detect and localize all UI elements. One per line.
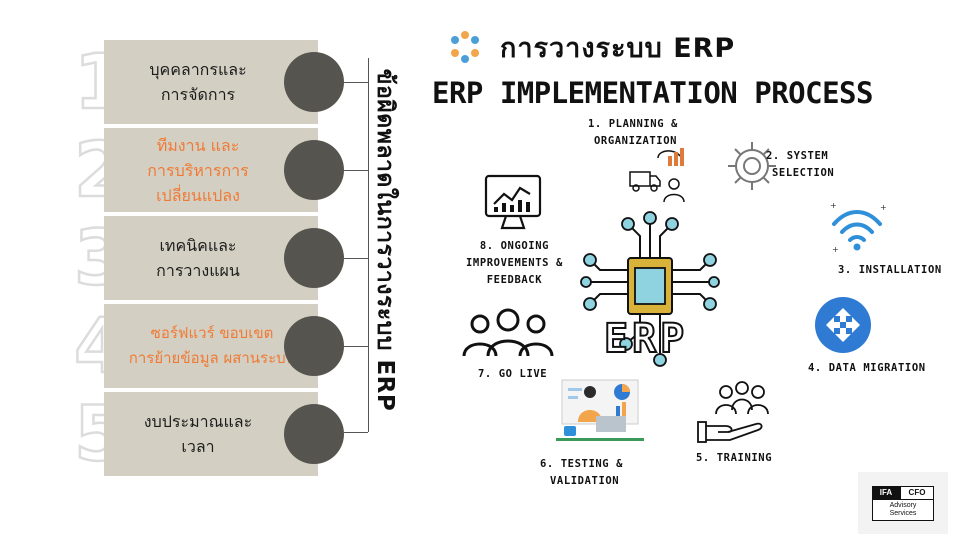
ifa-cfo-logo: IFA CFO Advisory Services bbox=[858, 472, 948, 534]
step-line: 5. TRAINING bbox=[696, 452, 773, 464]
step-5-label: 5. TRAINING bbox=[696, 450, 772, 467]
item-line: การจัดการ bbox=[160, 85, 236, 104]
item-line: เวลา bbox=[181, 437, 215, 456]
truck-chart-person-icon bbox=[629, 148, 685, 203]
item-line: ซอร์ฟแวร์ ขอบเขต bbox=[150, 324, 274, 342]
item-circle bbox=[284, 404, 344, 464]
step-line: 4. DATA MIGRATION bbox=[808, 362, 926, 374]
item-circle bbox=[284, 140, 344, 200]
item-card bbox=[104, 392, 318, 476]
item-line: งบประมาณและ bbox=[143, 412, 253, 431]
svg-text:+: + bbox=[830, 201, 837, 210]
flower-logo-icon bbox=[451, 31, 479, 63]
item-card bbox=[104, 216, 318, 300]
step-line: VALIDATION bbox=[550, 475, 620, 487]
bracket-tick bbox=[344, 346, 368, 347]
item-card bbox=[104, 128, 318, 212]
step-7-label: 7. GO LIVE bbox=[478, 366, 547, 383]
hand-people-icon bbox=[697, 381, 769, 443]
wifi-icon: + + + bbox=[830, 201, 887, 254]
main-title: ERP IMPLEMENTATION PROCESS bbox=[432, 76, 873, 110]
item-line: เปลี่ยนแปลง bbox=[156, 185, 240, 205]
step-line: 6. TESTING & bbox=[540, 458, 624, 470]
step-line: FEEDBACK bbox=[486, 274, 543, 286]
step-line: ORGANIZATION bbox=[594, 135, 678, 147]
item-circle bbox=[284, 316, 344, 376]
item-text: เทคนิคและ การวางแผน bbox=[118, 216, 278, 300]
item-line: บุคคลากรและ bbox=[149, 60, 247, 79]
vertical-title-text: ข้อผิดพลาดในการวางระบบ ERP bbox=[372, 68, 398, 412]
gear-icon bbox=[728, 142, 776, 190]
item-line: ทีมงาน และ bbox=[156, 135, 240, 155]
item-text: บุคคลากรและ การจัดการ bbox=[118, 40, 278, 124]
bracket-tick bbox=[344, 258, 368, 259]
step-4-label: 4. DATA MIGRATION bbox=[808, 360, 926, 377]
item-text: งบประมาณและ เวลา bbox=[118, 392, 278, 476]
list-item-2: 2 ทีมงาน และ การบริหารการ เปลี่ยนแปลง bbox=[0, 126, 380, 213]
list-item-1: 1 บุคคลากรและ การจัดการ bbox=[0, 38, 380, 125]
testing-person-laptop-icon bbox=[556, 379, 644, 441]
logo-cfo-text: CFO bbox=[900, 486, 934, 500]
svg-text:+: + bbox=[880, 203, 887, 212]
item-text: ทีมงาน และ การบริหารการ เปลี่ยนแปลง bbox=[118, 128, 278, 212]
list-item-5: 5 งบประมาณและ เวลา bbox=[0, 390, 380, 477]
step-8-label: 8. ONGOING IMPROVEMENTS & FEEDBACK bbox=[466, 238, 563, 289]
step-line: 1. PLANNING & bbox=[588, 118, 678, 130]
step-line: 7. GO LIVE bbox=[478, 368, 548, 380]
logo-subtitle: Advisory Services bbox=[872, 500, 934, 521]
step-1-label: 1. PLANNING & ORGANIZATION bbox=[588, 116, 678, 150]
erp-center-label: ERP bbox=[603, 315, 689, 363]
team-people-icon bbox=[462, 308, 554, 357]
vertical-title: ข้อผิดพลาดในการวางระบบ ERP bbox=[360, 40, 410, 440]
thai-title: การวางระบบ ERP bbox=[500, 33, 736, 64]
step-3-label: 3. INSTALLATION bbox=[838, 262, 942, 279]
data-migration-icon bbox=[815, 297, 871, 353]
logo-sub-line: Advisory bbox=[889, 502, 917, 509]
bracket-tick bbox=[344, 82, 368, 83]
chip-circuit-icon bbox=[580, 211, 720, 367]
svg-text:+: + bbox=[832, 245, 839, 254]
item-text: ซอร์ฟแวร์ ขอบเขต การย้ายข้อมูล ผสานระบบ bbox=[112, 304, 312, 388]
bracket-line bbox=[368, 58, 369, 432]
step-line: 8. ONGOING bbox=[479, 240, 550, 252]
item-line: การย้ายข้อมูล ผสานระบบ bbox=[128, 349, 296, 367]
item-line: การบริหารการ bbox=[147, 160, 249, 180]
step-6-label: 6. TESTING & VALIDATION bbox=[540, 456, 623, 490]
step-line: IMPROVEMENTS & bbox=[466, 257, 563, 269]
bracket-tick bbox=[344, 432, 368, 433]
step-line: 3. INSTALLATION bbox=[838, 264, 942, 276]
item-card bbox=[104, 40, 318, 124]
step-line: SELECTION bbox=[772, 167, 835, 179]
item-card bbox=[104, 304, 318, 388]
monitor-chart-icon bbox=[484, 174, 542, 230]
step-2-label: 2. SYSTEM SELECTION bbox=[766, 148, 834, 182]
list-item-4: 4 ซอร์ฟแวร์ ขอบเขต การย้ายข้อมูล ผสานระบ… bbox=[0, 302, 380, 389]
item-circle bbox=[284, 228, 344, 288]
bracket-tick bbox=[344, 170, 368, 171]
logo-ifa-text: IFA bbox=[872, 486, 900, 500]
list-item-3: 3 เทคนิคและ การวางแผน bbox=[0, 214, 380, 301]
item-line: การวางแผน bbox=[156, 261, 240, 280]
logo-sub-line: Services bbox=[889, 510, 917, 517]
step-line: 2. SYSTEM bbox=[766, 150, 829, 162]
item-line: เทคนิคและ bbox=[159, 236, 237, 255]
item-circle bbox=[284, 52, 344, 112]
